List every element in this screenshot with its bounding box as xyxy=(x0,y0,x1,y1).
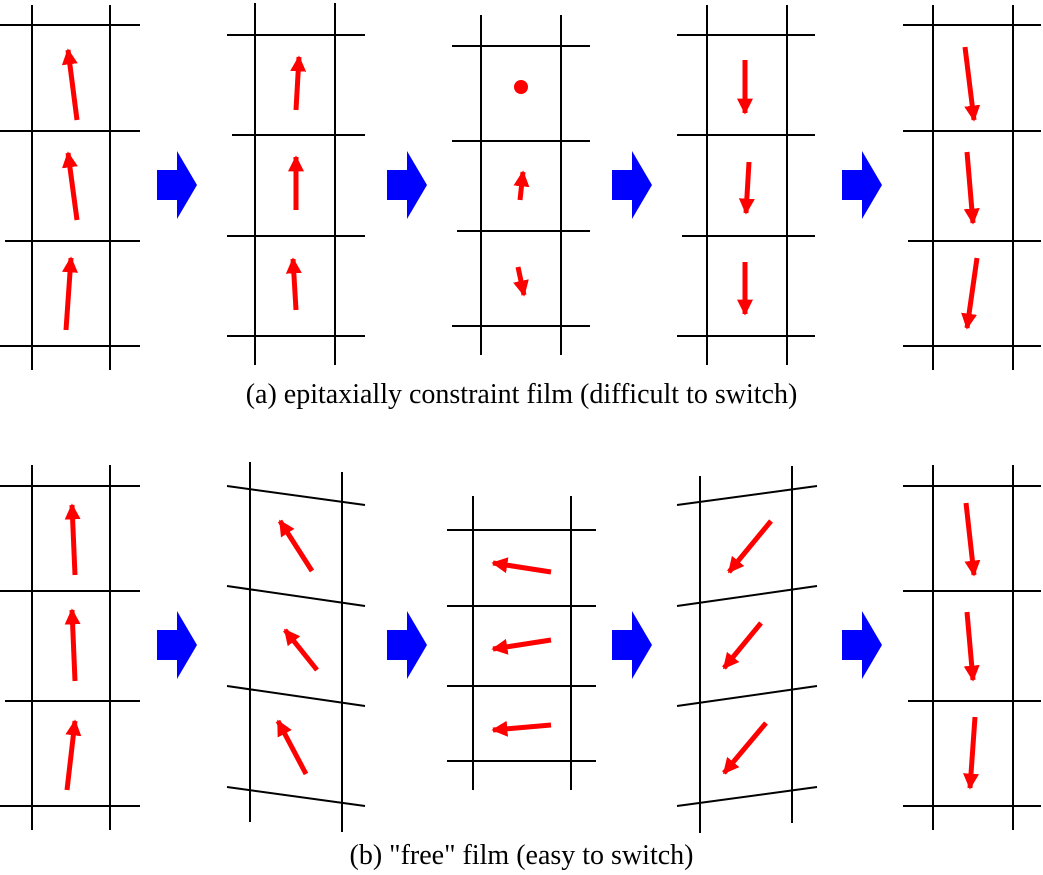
stage-a3-dipoles xyxy=(513,80,530,297)
polarization-arrow xyxy=(285,257,302,311)
polarization-arrow xyxy=(62,256,78,331)
polarization-arrow xyxy=(961,257,980,330)
stage-b2-dipoles xyxy=(275,519,319,776)
polarization-arrow xyxy=(963,151,980,225)
stage-b2-lattice xyxy=(226,462,366,832)
stage-b5-dipoles xyxy=(963,502,981,790)
row-b-free-film xyxy=(0,462,1041,833)
stage-a1-lattice xyxy=(0,5,140,370)
caption-epitaxially-constraint: (a) epitaxially constraint film (difficu… xyxy=(245,379,798,410)
polarization-arrow xyxy=(491,637,552,655)
polarization-arrow xyxy=(513,266,529,297)
polarization-arrow xyxy=(962,46,981,122)
polarization-arrow xyxy=(64,503,81,576)
transition-arrow-b4 xyxy=(842,611,882,679)
transition-arrow-b1 xyxy=(157,611,197,679)
polarization-arrow xyxy=(722,621,763,670)
polarization-arrow xyxy=(64,608,81,682)
transition-arrow-b3 xyxy=(612,611,652,679)
stage-a4-dipoles xyxy=(736,60,755,316)
stage-a3-lattice xyxy=(452,15,590,355)
transition-arrow-b2 xyxy=(387,611,427,679)
stage-a2-dipoles xyxy=(285,55,307,311)
stage-b1-lattice xyxy=(0,465,140,830)
stage-b3-dipoles xyxy=(491,557,552,737)
polarization-arrow xyxy=(64,719,82,791)
polarization-arrow xyxy=(290,55,307,111)
polarization-arrow xyxy=(277,519,315,573)
stage-a4-lattice xyxy=(677,5,815,365)
polarization-arrow xyxy=(61,48,80,121)
polarization-arrow xyxy=(963,611,980,682)
stage-b4-lattice xyxy=(676,466,818,833)
polarization-arrow xyxy=(963,716,979,790)
polarization-arrow xyxy=(738,161,755,215)
stage-b1-dipoles xyxy=(64,503,82,791)
stage-b5-lattice xyxy=(903,465,1041,830)
polarization-arrow xyxy=(61,151,80,221)
polarization-arrow xyxy=(727,519,773,574)
stage-a5-dipoles xyxy=(961,46,981,330)
zero-polarization-dot xyxy=(514,80,528,94)
row-a-epitaxially-constraint xyxy=(0,3,1041,370)
transition-arrow-a1 xyxy=(157,151,197,219)
polarization-arrow xyxy=(513,170,530,201)
stage-a1-dipoles xyxy=(61,48,80,331)
polarization-arrow xyxy=(491,720,552,737)
transition-arrow-a3 xyxy=(612,151,652,219)
polarization-arrow xyxy=(963,502,981,577)
polarization-arrow xyxy=(275,719,309,776)
caption-free-film: (b) "free" film (easy to switch) xyxy=(349,840,694,871)
stage-a5-lattice xyxy=(903,5,1041,370)
transition-arrow-a4 xyxy=(842,151,882,219)
polarization-arrow xyxy=(491,557,552,575)
stage-b3-lattice xyxy=(447,496,596,790)
polarization-arrow xyxy=(722,721,768,775)
transition-arrow-a2 xyxy=(387,151,427,219)
stage-b4-dipoles xyxy=(722,519,773,775)
polarization-arrow xyxy=(283,628,319,672)
stage-a2-lattice xyxy=(227,3,365,365)
